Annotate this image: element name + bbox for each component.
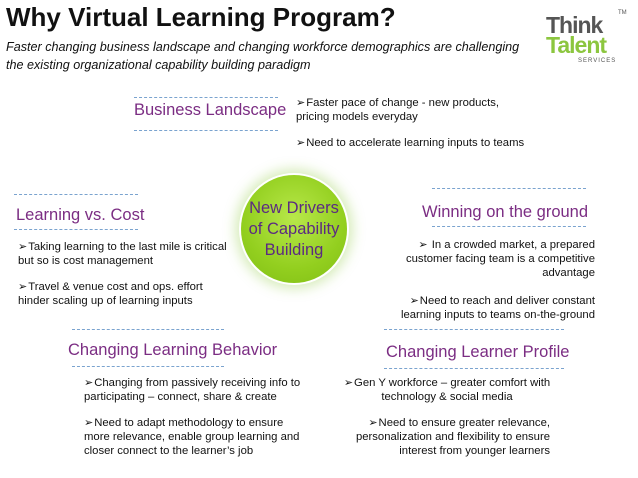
changing-learning-behavior-heading: Changing Learning Behavior xyxy=(68,341,278,359)
arrow-bullet-icon: ➢ xyxy=(18,281,28,293)
divider-line xyxy=(134,130,278,131)
winning-on-ground-bullet-1: ➢ In a crowded market, a prepared custom… xyxy=(406,239,595,279)
center-circle: New Drivers of Capability Building xyxy=(241,175,347,283)
logo-services-text: SERVICES xyxy=(578,58,617,64)
learning-vs-cost-heading: Learning vs. Cost xyxy=(16,206,145,224)
arrow-bullet-icon: ➢ xyxy=(18,241,28,253)
business-landscape-bullet-2: ➢Need to accelerate learning inputs to t… xyxy=(296,137,525,149)
winning-on-ground-heading: Winning on the ground xyxy=(422,203,589,221)
arrow-bullet-icon: ➢ xyxy=(296,97,306,109)
arrow-bullet-icon: ➢ xyxy=(84,377,94,389)
arrow-bullet-icon: ➢ xyxy=(296,137,306,149)
arrow-bullet-icon: ➢ xyxy=(84,417,94,429)
business-landscape-bullet-1: ➢Faster pace of change - new products, p… xyxy=(296,97,499,123)
business-landscape-heading: Business Landscape xyxy=(134,101,287,119)
page-title: Why Virtual Learning Program? xyxy=(6,2,396,32)
divider-line xyxy=(14,229,138,230)
divider-line xyxy=(384,368,564,369)
divider-line xyxy=(72,329,224,330)
arrow-bullet-icon: ➢ xyxy=(368,417,378,429)
changing-learning-behavior-bullet-1: ➢Changing from passively receiving info … xyxy=(84,377,301,403)
divider-line xyxy=(432,188,586,189)
divider-line xyxy=(432,226,586,227)
learning-vs-cost-bullet-2: ➢Travel & venue cost and ops. effort hin… xyxy=(18,281,203,307)
logo-think-text: Think xyxy=(546,12,603,38)
center-circle-text: New Drivers of Capability Building xyxy=(248,198,340,259)
changing-learning-behavior-bullet-2: ➢Need to adapt methodology to ensure mor… xyxy=(84,417,300,457)
arrow-bullet-icon: ➢ xyxy=(343,377,354,389)
page-subtitle: Faster changing business landscape and c… xyxy=(6,40,520,72)
divider-line xyxy=(14,194,138,195)
logo-talent-text: Talent xyxy=(546,32,607,58)
think-talent-logo: Think TM Talent SERVICES xyxy=(540,10,632,72)
divider-line xyxy=(72,366,224,367)
changing-learner-profile-bullet-2: ➢Need to ensure greater relevance, perso… xyxy=(355,417,550,457)
divider-line xyxy=(134,97,278,98)
winning-on-ground-bullet-2: ➢Need to reach and deliver constant lear… xyxy=(400,295,595,321)
arrow-bullet-icon: ➢ xyxy=(409,295,419,307)
learning-vs-cost-bullet-1: ➢Taking learning to the last mile is cri… xyxy=(18,241,227,267)
divider-line xyxy=(384,329,564,330)
changing-learner-profile-heading: Changing Learner Profile xyxy=(386,343,570,361)
arrow-bullet-icon: ➢ xyxy=(418,239,428,251)
logo-trademark: TM xyxy=(618,10,627,16)
changing-learner-profile-bullet-1: ➢Gen Y workforce – greater comfort with … xyxy=(343,377,551,403)
